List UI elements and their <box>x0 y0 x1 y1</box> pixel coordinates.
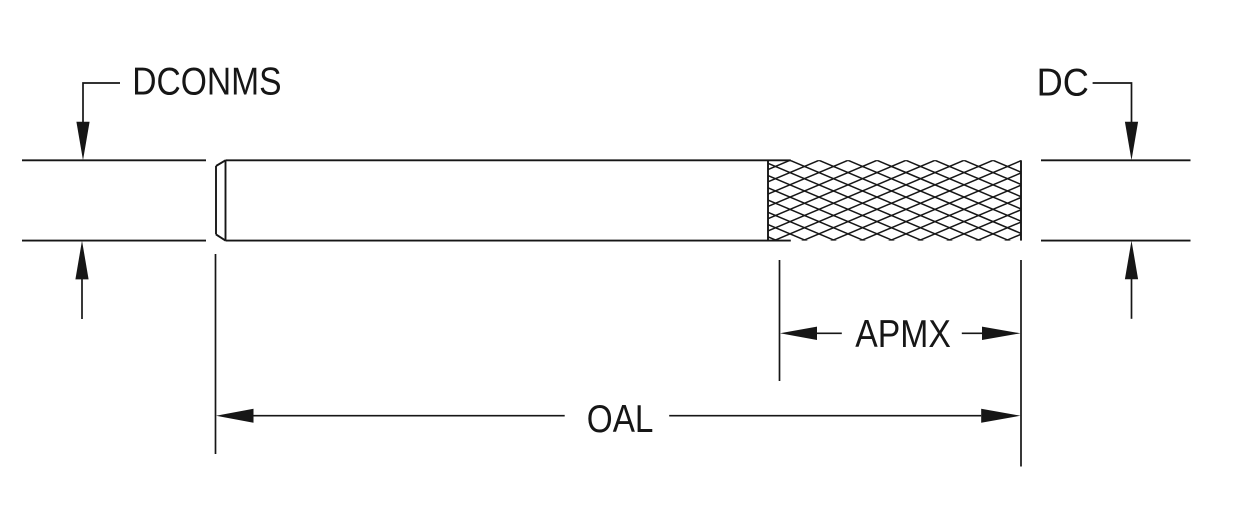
svg-text:DCONMS: DCONMS <box>132 60 281 104</box>
svg-text:DC: DC <box>1037 61 1089 104</box>
svg-text:OAL: OAL <box>587 397 654 441</box>
svg-text:APMX: APMX <box>855 312 951 356</box>
